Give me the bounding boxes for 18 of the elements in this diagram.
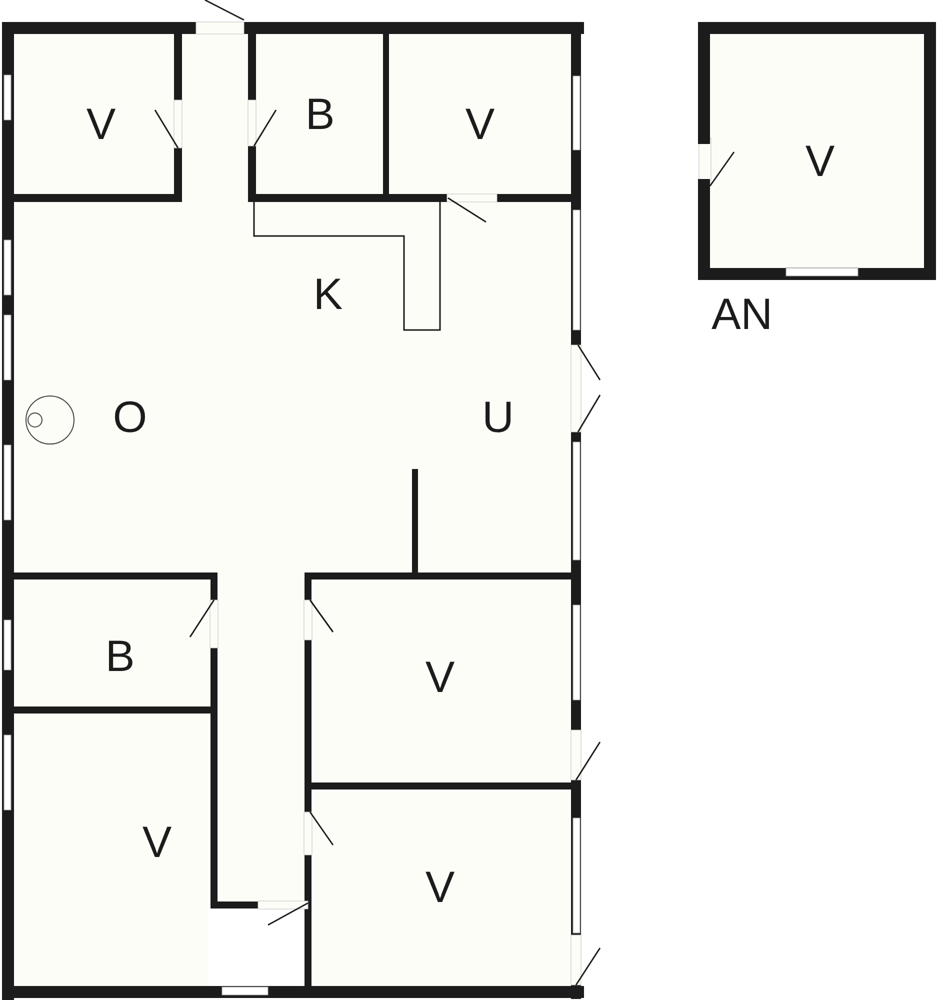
room-label: B — [305, 93, 335, 137]
room-floor — [14, 34, 176, 196]
room-label: V — [86, 103, 116, 147]
room-label: V — [465, 103, 495, 147]
building-label: AN — [711, 293, 773, 337]
room-label: V — [805, 140, 835, 184]
room-label: B — [105, 635, 135, 679]
room-floor — [14, 202, 570, 574]
room-floor — [256, 34, 384, 196]
room-label: O — [112, 396, 148, 440]
room-floor — [14, 580, 212, 708]
room-label: V — [425, 656, 455, 700]
room-label: V — [425, 866, 455, 910]
room-floor — [390, 34, 572, 196]
room-label: U — [482, 396, 514, 440]
room-label: V — [142, 821, 172, 865]
room-label: K — [313, 273, 343, 317]
room-floor — [312, 580, 570, 784]
